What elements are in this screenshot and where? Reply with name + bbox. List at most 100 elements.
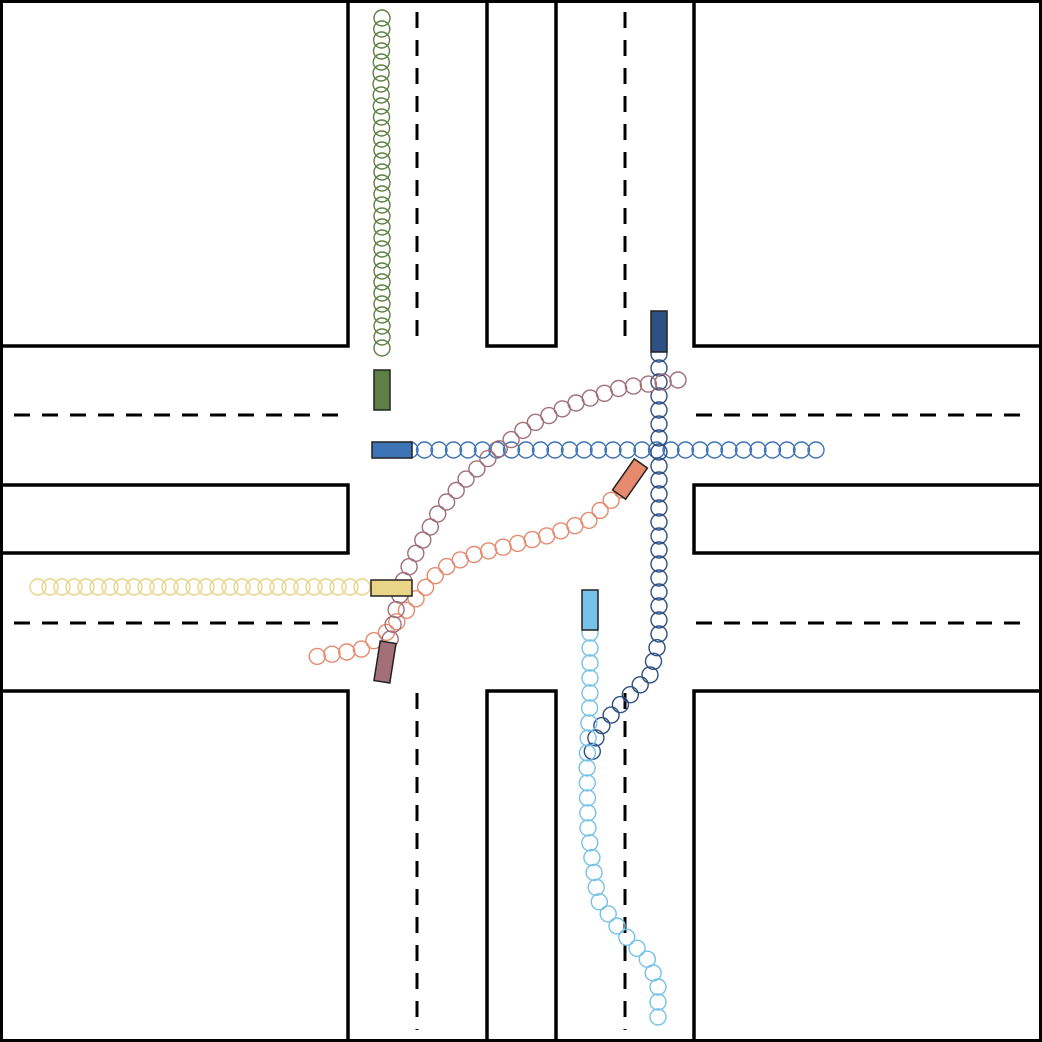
trajectory-marker-mauve [639, 375, 657, 393]
trajectory-marker-green [372, 97, 390, 115]
trajectory-marker-light-blue [578, 759, 596, 777]
trajectory-marker-green [373, 339, 391, 357]
trajectory-marker-navy [641, 666, 659, 684]
trajectory-marker-navy [650, 373, 668, 391]
trajectories [29, 9, 825, 1026]
block-left-median [2, 483, 350, 555]
trajectory-marker-green [373, 218, 391, 236]
trajectory-marker-mauve [384, 615, 402, 634]
trajectory-marker-navy [650, 401, 668, 419]
trajectory-light-blue [578, 624, 667, 1026]
trajectory-marker-yellow [281, 578, 299, 596]
trajectory-marker-light-blue [618, 928, 636, 946]
trajectory-marker-navy [650, 569, 668, 587]
trajectory-marker-blue [734, 441, 753, 459]
trajectory-marker-blue [676, 441, 695, 459]
trajectory-marker-green [372, 42, 391, 60]
trajectory-marker-yellow [149, 578, 167, 596]
trajectory-marker-yellow [77, 578, 95, 596]
trajectory-marker-green [373, 229, 391, 247]
trajectory-marker-yellow [41, 578, 59, 596]
block-top-median [485, 2, 558, 348]
trajectory-marker-blue [473, 441, 492, 459]
trajectory-marker-light-blue [590, 893, 608, 911]
trajectory-marker-light-blue [649, 993, 667, 1011]
trajectory-marker-light-blue [578, 744, 597, 762]
trajectory-marker-mauve [502, 430, 520, 449]
trajectory-marker-green [373, 251, 391, 269]
trajectory-marker-navy [631, 676, 649, 694]
trajectory-marker-orange [388, 613, 406, 631]
trajectory-marker-blue [807, 441, 825, 459]
vehicle-navy [650, 310, 668, 353]
trajectory-marker-yellow [137, 578, 155, 596]
trajectory-marker-green [373, 20, 391, 38]
trajectory-marker-navy [650, 597, 668, 615]
trajectory-marker-navy [650, 429, 668, 447]
trajectory-marker-green [373, 273, 391, 291]
block-bottom-left [2, 689, 350, 1040]
trajectory-marker-blue [430, 441, 448, 459]
trajectory-marker-light-blue [580, 699, 599, 717]
trajectory-marker-navy [650, 387, 668, 405]
trajectory-marker-blue [792, 441, 811, 459]
trajectory-marker-light-blue [578, 774, 596, 792]
trajectory-marker-green [373, 152, 391, 170]
trajectory-yellow [29, 578, 371, 596]
trajectory-marker-light-blue [581, 669, 599, 687]
trajectory-marker-yellow [269, 578, 287, 596]
trajectory-marker-navy [650, 471, 668, 489]
trajectory-marker-mauve [437, 493, 456, 511]
trajectory-marker-green [373, 207, 391, 225]
trajectory-marker-yellow [89, 578, 107, 596]
trajectory-marker-blue [763, 441, 782, 459]
trajectory-marker-yellow [305, 578, 323, 596]
trajectory-marker-blue [720, 441, 738, 459]
trajectory-marker-blue [517, 441, 535, 459]
trajectory-marker-orange [416, 578, 435, 596]
trajectory-marker-blue [546, 441, 564, 459]
trajectory-marker-light-blue [579, 729, 597, 747]
trajectory-marker-orange [308, 647, 326, 666]
trajectory-marker-blue [415, 441, 434, 459]
trajectory-marker-orange [338, 643, 356, 661]
trajectory-marker-orange [397, 601, 416, 619]
trajectory-marker-yellow [341, 578, 359, 596]
trajectory-marker-light-blue [580, 714, 598, 732]
trajectory-marker-yellow [65, 578, 83, 596]
trajectory-marker-mauve [447, 481, 465, 500]
trajectory-marker-yellow [53, 578, 71, 596]
trajectory-marker-green [373, 196, 391, 214]
trajectory-marker-navy [644, 652, 663, 670]
lane-dividers [14, 12, 1030, 1030]
trajectory-marker-orange [352, 640, 371, 658]
trajectory-marker-mauve [526, 413, 545, 431]
trajectory-marker-yellow [209, 578, 227, 596]
trajectory-marker-navy [650, 457, 668, 475]
trajectory-marker-navy [650, 499, 668, 517]
trajectory-marker-navy [650, 625, 668, 643]
trajectory-marker-yellow [161, 578, 179, 596]
trajectory-marker-light-blue [599, 905, 617, 923]
trajectory-marker-orange [591, 501, 609, 520]
block-bottom-right [692, 689, 1040, 1040]
trajectory-marker-green [372, 64, 390, 82]
trajectory-marker-green [373, 141, 391, 159]
trajectory-marker-navy [621, 686, 639, 704]
trajectory-marker-green [372, 53, 390, 71]
trajectory-marker-green [373, 295, 391, 313]
trajectory-marker-mauve [654, 373, 672, 391]
trajectory-marker-green [373, 262, 391, 280]
trajectory-marker-navy [602, 706, 620, 724]
trajectory-marker-yellow [125, 578, 143, 596]
trajectory-marker-mauve [421, 518, 439, 536]
trajectory-marker-navy [587, 729, 605, 747]
trajectory-marker-orange [602, 491, 620, 509]
trajectory-marker-navy [611, 695, 630, 714]
block-bottom-median [485, 689, 558, 1040]
trajectory-marker-navy [648, 639, 666, 657]
trajectory-marker-navy [650, 359, 668, 377]
trajectory-marker-green [373, 163, 391, 181]
trajectory-marker-orange [438, 557, 456, 576]
vehicle-mauve [373, 640, 397, 684]
